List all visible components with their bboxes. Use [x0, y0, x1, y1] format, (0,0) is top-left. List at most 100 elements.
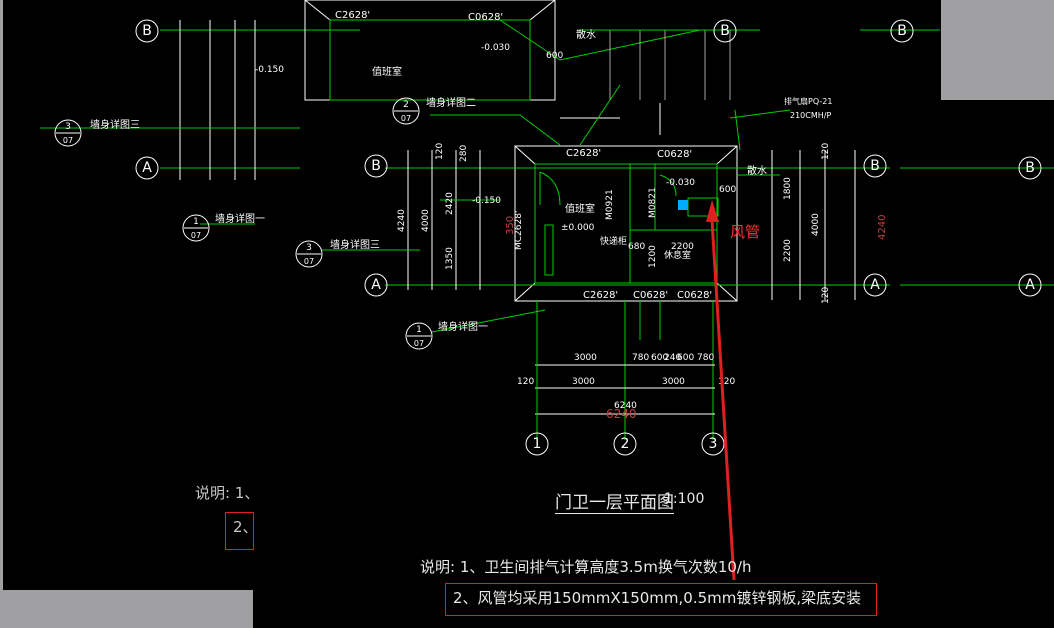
dim-600-b: 600 [677, 353, 694, 363]
wall-detail-callout-1: 1 07 墙身详图一 [405, 309, 546, 350]
axis-bubble-3: 3 [701, 432, 725, 456]
dim-350-red: 350 [505, 216, 516, 235]
dim-680: 680 [628, 242, 645, 252]
axis-bubble-B-left-bg: B [135, 19, 159, 43]
bg-level-outside: -0.150 [255, 65, 284, 75]
svg-text:B: B [870, 158, 880, 174]
svg-text:3: 3 [709, 436, 718, 452]
window-label-top-2: C0628' [657, 149, 692, 160]
svg-text:B: B [1025, 160, 1035, 176]
svg-text:1: 1 [416, 325, 422, 335]
fan-leader [729, 109, 791, 119]
dim-120-b: 120 [718, 377, 735, 387]
svg-text:07: 07 [191, 231, 201, 240]
dim-1800: 1800 [783, 177, 793, 200]
dim-2200-inner: 2200 [671, 242, 694, 252]
svg-text:A: A [371, 277, 381, 293]
drain-label: 散水 [747, 164, 767, 177]
level-outside: -0.150 [472, 196, 501, 206]
dim-2420: 2420 [445, 192, 455, 215]
bg-highlight-box [225, 512, 254, 550]
svg-text:B: B [371, 158, 381, 174]
bg-window-top: C2628' [335, 10, 370, 21]
dim-3000-c: 3000 [662, 377, 685, 387]
bg-dim-600: 600 [546, 51, 563, 61]
dim-2200-right: 2200 [783, 239, 793, 262]
axis-bubble-B-edge: B [1018, 156, 1042, 180]
fan-spec: 210CMH/P [790, 111, 831, 120]
svg-text:B: B [720, 23, 730, 39]
side-window-label: MC2628' [514, 211, 524, 250]
dim-780-a: 780 [632, 353, 649, 363]
svg-text:07: 07 [414, 339, 424, 348]
svg-text:墙身详图二: 墙身详图二 [426, 96, 476, 109]
svg-text:B: B [142, 23, 152, 39]
svg-text:07: 07 [304, 257, 314, 266]
door-m0821: M0821 [648, 187, 658, 218]
dim-780-b: 780 [697, 353, 714, 363]
window-label-bottom-3: C0628' [677, 290, 712, 301]
dim-3000-b: 3000 [572, 377, 595, 387]
dim-6240-red: 6240 [606, 407, 637, 421]
axis-bubble-B-top-right: B [713, 19, 737, 43]
svg-text:A: A [142, 160, 152, 176]
bg-drain: 散水 [576, 28, 596, 41]
wall-detail-callout-3-bg: 3 07 墙身详图三 [54, 118, 140, 147]
svg-text:1: 1 [533, 436, 542, 452]
dim-4240-red: 4240 [877, 215, 888, 240]
duct-callout-label: 风管 [730, 223, 761, 241]
axis-bubble-A-left: A [364, 273, 388, 297]
svg-text:2: 2 [403, 100, 409, 110]
exhaust-fan-icon [678, 200, 688, 210]
svg-text:A: A [870, 277, 880, 293]
svg-text:1: 1 [193, 217, 199, 227]
dim-600-a: 600 [651, 353, 668, 363]
dim-120-v1: 120 [435, 143, 445, 160]
level-toilet: -0.030 [666, 178, 695, 188]
svg-text:A: A [1025, 277, 1035, 293]
bg-toilet-level: -0.030 [481, 43, 510, 53]
svg-text:07: 07 [401, 114, 411, 123]
dim-600-c: 600 [719, 185, 736, 195]
svg-text:墙身详图三: 墙身详图三 [90, 118, 140, 131]
axis-bubble-1: 1 [525, 432, 549, 456]
svg-text:B: B [897, 23, 907, 39]
axis-bubble-A-left-bg: A [135, 156, 159, 180]
svg-text:3: 3 [306, 243, 312, 253]
room-rest: 休息室 [664, 249, 691, 261]
dim-120-v2: 120 [821, 143, 831, 160]
axis-bubble-B-far-right: B [890, 19, 914, 43]
axis-bubble-A-right: A [863, 273, 887, 297]
gray-panel-top-right [941, 0, 1054, 100]
drawing-scale: 1:100 [664, 491, 705, 507]
axis-bubble-A-edge: A [1018, 273, 1042, 297]
level-duty: ±0.000 [561, 223, 595, 233]
cabinet-label: 快递柜 [600, 235, 627, 247]
gray-panel-bottom-left [0, 590, 253, 628]
red-arrow-annotation [706, 200, 736, 581]
wall-detail-callout-1-bg: 1 07 墙身详图一 [182, 212, 265, 242]
bg-duty-room: 值班室 [372, 65, 402, 78]
svg-text:墙身详图三: 墙身详图三 [330, 238, 380, 251]
axis-bubble-B-right: B [863, 154, 887, 178]
dim-3000-a: 3000 [574, 353, 597, 363]
window-label-bottom-1: C2628' [583, 290, 618, 301]
background-plan-copy [40, 0, 1054, 286]
axis-bubble-B-left: B [364, 154, 388, 178]
wall-detail-callout-3: 3 07 墙身详图三 [295, 238, 420, 268]
window-label-top-1: C2628' [566, 148, 601, 159]
drawing-title: 门卫一层平面图 [555, 488, 674, 514]
window-label-bottom-2: C0628' [633, 290, 668, 301]
dim-120-a: 120 [517, 377, 534, 387]
note-line-2: 2、风管均采用150mmX150mm,0.5mm镀锌钢板,梁底安装 [453, 589, 862, 607]
bg-note-partial-2: 2、 [233, 518, 258, 536]
dim-4000-right: 4000 [811, 213, 821, 236]
fan-note: 排气扇PQ-21 [784, 96, 832, 106]
main-floor-plan[interactable] [385, 84, 890, 440]
dim-4240: 4240 [397, 209, 407, 232]
dim-280: 280 [459, 145, 469, 162]
dim-1350: 1350 [445, 247, 455, 270]
svg-text:墙身详图一: 墙身详图一 [215, 212, 265, 225]
dim-1200: 1200 [648, 245, 658, 268]
